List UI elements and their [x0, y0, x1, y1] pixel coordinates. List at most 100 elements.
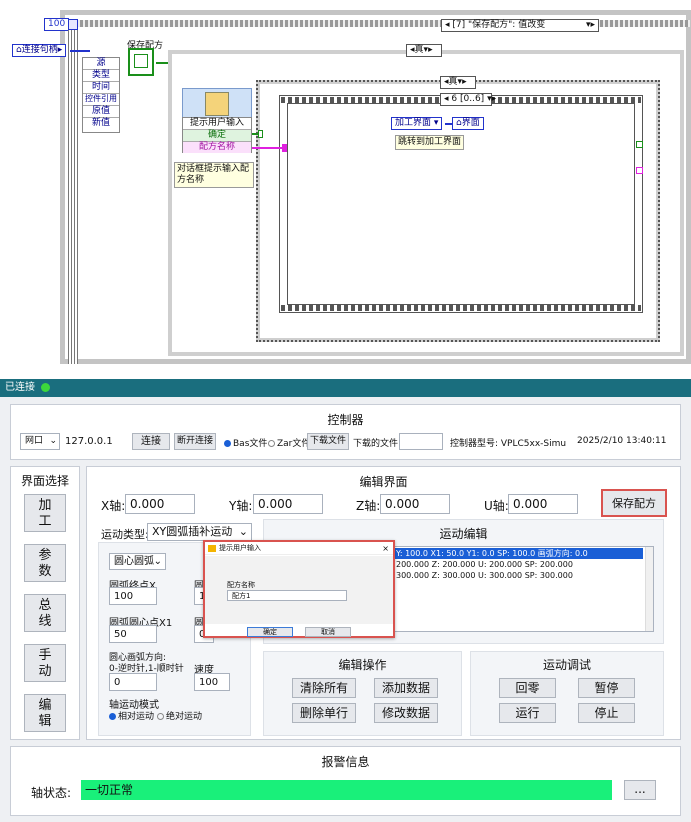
speed-input[interactable]: 100 [194, 673, 230, 691]
chevron-down-icon: ⌄ [238, 525, 248, 538]
connection-handle-label: 连接句柄 [21, 45, 58, 55]
relative-radio[interactable]: 相对运动 [109, 709, 154, 722]
arc-center-x-label: 圆弧圆心点X1 [109, 618, 173, 629]
sequence-selector[interactable]: ◂ 6 [0..6] ▾▸ [440, 93, 496, 106]
list-item[interactable]: 300.000 Z: 300.000 U: 300.000 SP: 300.00… [396, 571, 573, 580]
machining-ui-enum[interactable]: 加工界面 ▾ [391, 117, 443, 130]
add-data-button[interactable]: 添加数据 [374, 678, 438, 698]
sequence-structure [279, 95, 643, 313]
clear-all-button[interactable]: 清除所有 [292, 678, 356, 698]
list-item[interactable]: Y: 100.0 X1: 50.0 Y1: 0.0 SP: 100.0 画弧方向… [393, 548, 643, 559]
u-axis-label: U轴: [484, 499, 509, 513]
run-button[interactable]: 运行 [499, 703, 556, 723]
absolute-radio[interactable]: 绝对运动 [157, 709, 202, 722]
download-file-button[interactable]: 下载文件 [307, 433, 349, 450]
wire [156, 62, 170, 64]
downloaded-file-field[interactable] [399, 433, 443, 450]
more-button[interactable]: ... [624, 780, 656, 800]
bas-file-radio[interactable]: Bas文件 [224, 436, 267, 449]
tunnel [258, 130, 263, 138]
motion-type-label: 运动类型: [101, 528, 149, 541]
recipe-name-input[interactable]: 配方1 [227, 590, 347, 601]
tunnel [636, 167, 643, 174]
arc-end-x-input[interactable]: 100 [109, 587, 157, 605]
list-item[interactable]: 200.000 Z: 200.000 U: 200.000 SP: 200.00… [396, 560, 573, 569]
save-recipe-button[interactable]: 保存配方 [601, 489, 667, 517]
nav-label: 手 [38, 648, 52, 663]
home-button[interactable]: 回零 [499, 678, 556, 698]
alarm-title: 报警信息 [321, 755, 370, 769]
nav-label: 参 [38, 548, 52, 563]
prompt-ok-terminal: 确定 [183, 129, 251, 141]
downloaded-file-label: 下载的文件: [353, 439, 402, 449]
title-bar: 已连接 [0, 379, 691, 397]
z-axis-label: Z轴: [356, 499, 381, 513]
dialog-ok-button[interactable]: 确定 [247, 627, 293, 637]
status-led-icon [41, 382, 51, 392]
save-recipe-terminal[interactable] [128, 48, 154, 76]
modify-data-button[interactable]: 修改数据 [374, 703, 438, 723]
arc-direction-input[interactable]: 0 [109, 673, 157, 691]
timeout-terminal [68, 19, 78, 30]
nav-machining-button[interactable]: 加工 [24, 494, 66, 532]
nav-label: 数 [38, 564, 52, 579]
hidden-label-2: 圆 [194, 618, 204, 629]
dialog-titlebar: 提示用户输入 × [205, 542, 393, 555]
event-case-selector[interactable]: ◂ [7] "保存配方": 值改变 ▾▸ [441, 19, 599, 32]
y-axis-label: Y轴: [229, 499, 253, 513]
nav-manual-button[interactable]: 手动 [24, 644, 66, 682]
arrow-left-icon: ◂ [444, 94, 449, 104]
axis-status-value: 一切正常 [81, 780, 612, 800]
z-axis-value: 0.000 [380, 494, 450, 514]
scrollbar[interactable] [645, 547, 653, 631]
ui-local-variable[interactable]: ⌂界面 [452, 117, 484, 130]
nav-label: 加 [38, 498, 52, 513]
nav-label: 线 [38, 614, 52, 629]
absolute-label: 绝对运动 [166, 712, 203, 722]
motion-type-select[interactable]: XY圆弧插补运动 ⌄ [147, 523, 252, 541]
close-icon[interactable]: × [382, 544, 389, 553]
wire [70, 50, 90, 52]
event-data-item: 时间 [83, 82, 119, 94]
nav-params-button[interactable]: 参数 [24, 544, 66, 582]
zar-file-label: Zar文件 [277, 439, 311, 449]
axis-mode-label: 轴运动模式 [109, 700, 159, 711]
controller-model: 控制器型号: VPLC5xx-Simu [450, 439, 567, 449]
nav-bus-button[interactable]: 总线 [24, 594, 66, 632]
connection-handle-control[interactable]: ⌂连接句柄▸ [12, 44, 67, 57]
dropdown-icon: ▾ [433, 118, 439, 128]
wire [252, 133, 262, 135]
selector-arrow-down-icon[interactable]: ▾▸ [585, 20, 595, 30]
event-data-node: 源 类型 时间 控件引用 原值 新值 [82, 57, 120, 133]
home-icon: ⌂ [456, 118, 462, 128]
prompt-name-terminal: 配方名称 [183, 141, 251, 153]
pause-button[interactable]: 暂停 [578, 678, 635, 698]
sequence-film-bottom [281, 305, 641, 311]
arc-mode-select[interactable]: 圆心圆弧 ⌄ [109, 553, 166, 570]
disconnect-button[interactable]: 断开连接 [174, 433, 216, 450]
port-select-value: 网口 [25, 436, 44, 446]
stop-button[interactable]: 停止 [578, 703, 635, 723]
dialog-cancel-button[interactable]: 取消 [305, 627, 351, 637]
radio-selected-icon [109, 713, 116, 720]
delete-row-button[interactable]: 删除单行 [292, 703, 356, 723]
connect-button[interactable]: 连接 [132, 433, 170, 450]
arc-direction-hint: 0-逆时针,1-顺时针 [109, 664, 184, 674]
case-selector-inner[interactable]: ◂真▾▸ [440, 76, 476, 89]
arc-center-x-input[interactable]: 50 [109, 625, 157, 643]
event-data-item: 新值 [91, 118, 110, 128]
arc-end-x-label: 圆弧终点X [109, 577, 156, 592]
port-select[interactable]: 网口 ⌄ [20, 433, 60, 450]
arrow-left-icon: ◂ [444, 77, 449, 87]
ui-variable-label: 界面 [461, 118, 480, 128]
zar-file-radio[interactable]: Zar文件 [268, 436, 310, 449]
arrow-down-icon: ▾▸ [423, 45, 433, 55]
nav-edit-button[interactable]: 编辑 [24, 694, 66, 732]
axis-status-label: 轴状态: [31, 786, 72, 800]
radio-icon [268, 440, 275, 447]
case-selector-outer[interactable]: ◂真▾▸ [406, 44, 442, 57]
selector-arrow-left-icon[interactable]: ◂ [445, 20, 450, 30]
editor-title: 编辑界面 [359, 475, 408, 489]
nav-label: 动 [38, 664, 52, 679]
numeric-constant[interactable]: 100 [44, 18, 70, 31]
